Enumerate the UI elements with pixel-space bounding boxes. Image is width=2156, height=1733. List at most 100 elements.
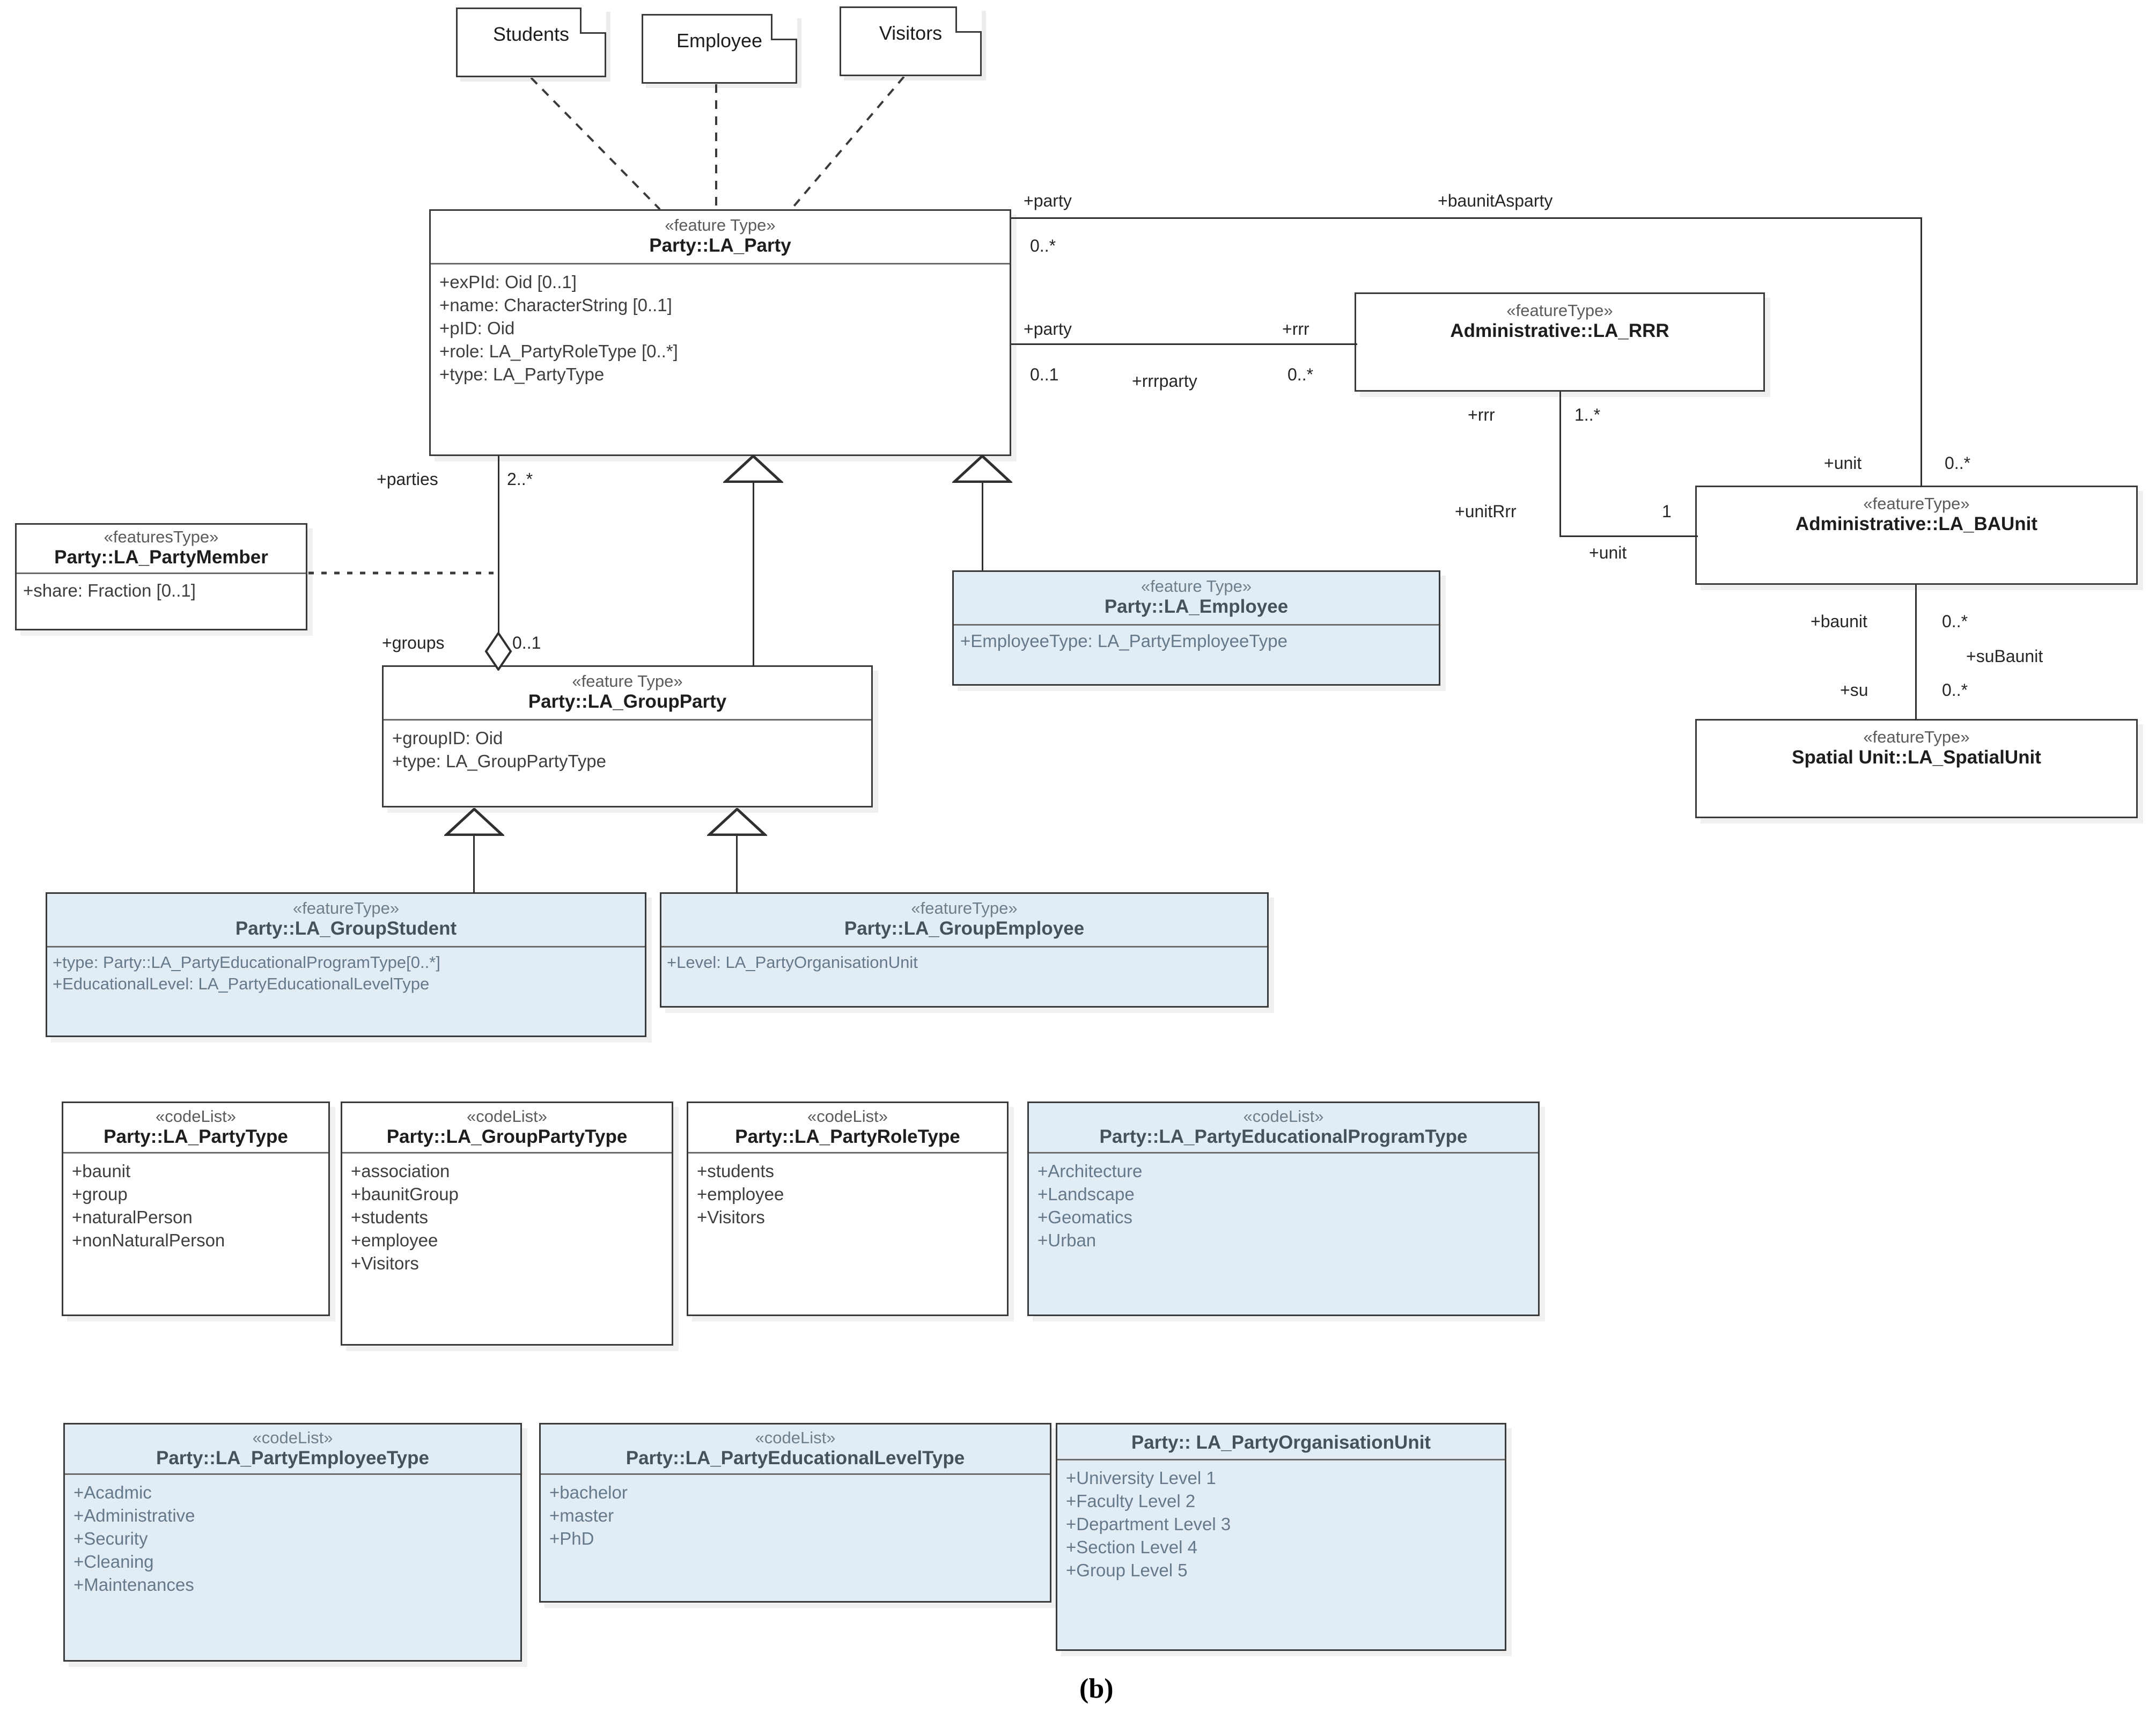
label-party-rrr-role: +party: [1024, 319, 1072, 339]
attribute-row: +Section Level 4: [1066, 1537, 1197, 1557]
class-la-partyeducationalprogramtype-stereotype: «codeList»: [1243, 1107, 1324, 1126]
class-la-partyeducationalleveltype-attributes: +bachelor +master +PhD: [541, 1475, 1050, 1558]
attribute-row: +type: LA_PartyType: [439, 364, 605, 384]
class-la-partytype-separator: [63, 1151, 328, 1154]
gen-groupparty-line: [753, 480, 754, 667]
class-la-partyeducationalleveltype-stereotype: «codeList»: [755, 1428, 836, 1447]
class-la-partyemployeetype-header: «codeList» Party::LA_PartyEmployeeType: [65, 1424, 520, 1473]
note-employee: Employee: [642, 14, 797, 84]
attribute-row: +type: Party::LA_PartyEducationalProgram…: [53, 952, 440, 972]
class-la-groupemployee-header: «featureType» Party::LA_GroupEmployee: [661, 894, 1267, 946]
note-visitors-label: Visitors: [879, 22, 943, 44]
class-la-partyemployeetype[interactable]: «codeList» Party::LA_PartyEmployeeType +…: [63, 1423, 522, 1662]
note-connector-employee: [711, 84, 722, 209]
gen-employee-line: [982, 480, 983, 571]
class-la-groupstudent[interactable]: «featureType» Party::LA_GroupStudent +ty…: [46, 892, 646, 1037]
class-la-groupemployee[interactable]: «featureType» Party::LA_GroupEmployee +L…: [660, 892, 1269, 1008]
class-la-partyroletype-title: Party::LA_PartyRoleType: [735, 1126, 960, 1147]
assoc-rrr-baunit-vertical: [1559, 392, 1561, 537]
class-la-groupemployee-title: Party::LA_GroupEmployee: [844, 917, 1085, 939]
class-la-grouppartytype-title: Party::LA_GroupPartyType: [386, 1126, 628, 1147]
class-la-spatialunit[interactable]: «featureType» Spatial Unit::LA_SpatialUn…: [1695, 719, 2138, 818]
class-la-partyemployeetype-attributes: +Acadmic +Administrative +Security +Clea…: [65, 1475, 520, 1604]
attribute-row: +EmployeeType: LA_PartyEmployeeType: [960, 630, 1287, 651]
class-la-spatialunit-stereotype: «featureType»: [1863, 728, 1970, 746]
note-fold-icon: [955, 6, 982, 33]
class-la-party-attributes: +exPId: Oid [0..1] +name: CharacterStrin…: [431, 265, 1010, 393]
class-la-partytype[interactable]: «codeList» Party::LA_PartyType +baunit +…: [62, 1102, 330, 1316]
attribute-row: +students: [697, 1161, 775, 1181]
class-la-rrr-header: «featureType» Administrative::LA_RRR: [1356, 294, 1763, 348]
class-la-partymember[interactable]: «featuresType» Party::LA_PartyMember +sh…: [15, 523, 307, 630]
class-la-groupemployee-attributes: +Level: LA_PartyOrganisationUnit: [661, 948, 1267, 978]
class-la-grouppartytype-header: «codeList» Party::LA_GroupPartyType: [342, 1103, 672, 1152]
class-la-employee[interactable]: «feature Type» Party::LA_Employee +Emplo…: [952, 570, 1440, 686]
figure-caption: (b): [1079, 1673, 1114, 1704]
note-students: Students: [456, 8, 606, 77]
class-la-rrr[interactable]: «featureType» Administrative::LA_RRR: [1355, 292, 1765, 392]
attribute-row: +Maintenances: [73, 1574, 194, 1595]
label-rrr-role: +rrr: [1282, 319, 1309, 339]
class-la-partyeducationalprogramtype-title: Party::LA_PartyEducationalProgramType: [1099, 1126, 1468, 1147]
attribute-row: +employee: [697, 1184, 784, 1204]
class-la-party-header: «feature Type» Party::LA_Party: [431, 211, 1010, 263]
class-la-partymember-title: Party::LA_PartyMember: [54, 546, 268, 568]
class-la-partyroletype[interactable]: «codeList» Party::LA_PartyRoleType +stud…: [687, 1102, 1009, 1316]
class-la-partyorganisationunit[interactable]: Party:: LA_PartyOrganisationUnit +Univer…: [1056, 1423, 1506, 1651]
class-la-partyemployeetype-title: Party::LA_PartyEmployeeType: [156, 1447, 429, 1468]
class-la-partyeducationalprogramtype[interactable]: «codeList» Party::LA_PartyEducationalPro…: [1027, 1102, 1540, 1316]
class-la-party[interactable]: «feature Type» Party::LA_Party +exPId: O…: [429, 209, 1011, 456]
label-unit-one: 1: [1662, 502, 1672, 521]
label-baunit-mult: 0..*: [1942, 612, 1968, 631]
class-la-groupparty-stereotype: «feature Type»: [572, 672, 683, 691]
class-la-partyemployeetype-stereotype: «codeList»: [252, 1428, 333, 1447]
label-rrr-lower-mult: 1..*: [1574, 405, 1601, 424]
note-employee-label: Employee: [676, 30, 763, 52]
generalization-triangle-icon: [722, 454, 785, 483]
class-la-spatialunit-header: «featureType» Spatial Unit::LA_SpatialUn…: [1697, 721, 2136, 775]
class-la-partyorganisationunit-separator: [1057, 1459, 1505, 1461]
attribute-row: +baunitGroup: [351, 1184, 459, 1204]
label-su-mult: 0..*: [1942, 680, 1968, 700]
class-la-baunit[interactable]: «featureType» Administrative::LA_BAUnit: [1695, 486, 2138, 585]
attribute-row: +students: [351, 1207, 429, 1227]
attribute-row: +Landscape: [1037, 1184, 1135, 1204]
label-party-top: +party: [1024, 191, 1072, 210]
class-la-groupstudent-attributes: +type: Party::LA_PartyEducationalProgram…: [47, 948, 645, 1000]
class-la-partyeducationalleveltype[interactable]: «codeList» Party::LA_PartyEducationalLev…: [539, 1423, 1051, 1603]
class-la-partymember-header: «featuresType» Party::LA_PartyMember: [17, 525, 306, 572]
class-la-partyeducationalleveltype-separator: [541, 1473, 1050, 1475]
class-la-partyeducationalprogramtype-attributes: +Architecture +Landscape +Geomatics +Urb…: [1029, 1154, 1538, 1260]
note-connector-visitors: [789, 76, 907, 210]
label-party-top-mult: 0..*: [1030, 236, 1056, 255]
label-groups-mult: 0..1: [512, 633, 541, 652]
class-la-baunit-stereotype: «featureType»: [1863, 494, 1970, 513]
label-unit-role-left: +unit: [1589, 543, 1627, 562]
class-la-grouppartytype[interactable]: «codeList» Party::LA_GroupPartyType +ass…: [341, 1102, 673, 1346]
label-rrrparty: +rrrparty: [1132, 371, 1197, 391]
attribute-row: +Visitors: [351, 1253, 419, 1273]
class-la-partyorganisationunit-attributes: +University Level 1 +Faculty Level 2 +De…: [1057, 1460, 1505, 1589]
note-fold-icon: [771, 14, 797, 40]
class-la-party-title: Party::LA_Party: [649, 234, 791, 256]
class-la-groupparty-header: «feature Type» Party::LA_GroupParty: [384, 667, 871, 719]
attribute-row: +Level: LA_PartyOrganisationUnit: [667, 952, 918, 972]
class-la-partymember-attributes: +share: Fraction [0..1]: [17, 574, 306, 607]
class-la-groupstudent-separator: [47, 945, 645, 948]
class-la-groupemployee-stereotype: «featureType»: [911, 899, 1018, 917]
attribute-row: +Geomatics: [1037, 1207, 1132, 1227]
class-la-partyemployeetype-separator: [65, 1473, 520, 1475]
attribute-row: +Visitors: [697, 1207, 765, 1227]
class-la-groupparty[interactable]: «feature Type» Party::LA_GroupParty +gro…: [382, 665, 873, 807]
label-groups: +groups: [382, 633, 445, 652]
class-la-rrr-stereotype: «featureType»: [1506, 301, 1613, 320]
attribute-row: +association: [351, 1161, 450, 1181]
class-la-employee-stereotype: «feature Type»: [1140, 577, 1252, 596]
attribute-row: +group: [72, 1184, 128, 1204]
label-baunit-role: +baunit: [1811, 612, 1867, 631]
label-party-rrr-mult: 0..1: [1030, 365, 1059, 384]
class-la-partytype-title: Party::LA_PartyType: [104, 1126, 288, 1147]
class-la-groupstudent-title: Party::LA_GroupStudent: [235, 917, 457, 939]
label-subaunit: +suBaunit: [1966, 647, 2043, 666]
